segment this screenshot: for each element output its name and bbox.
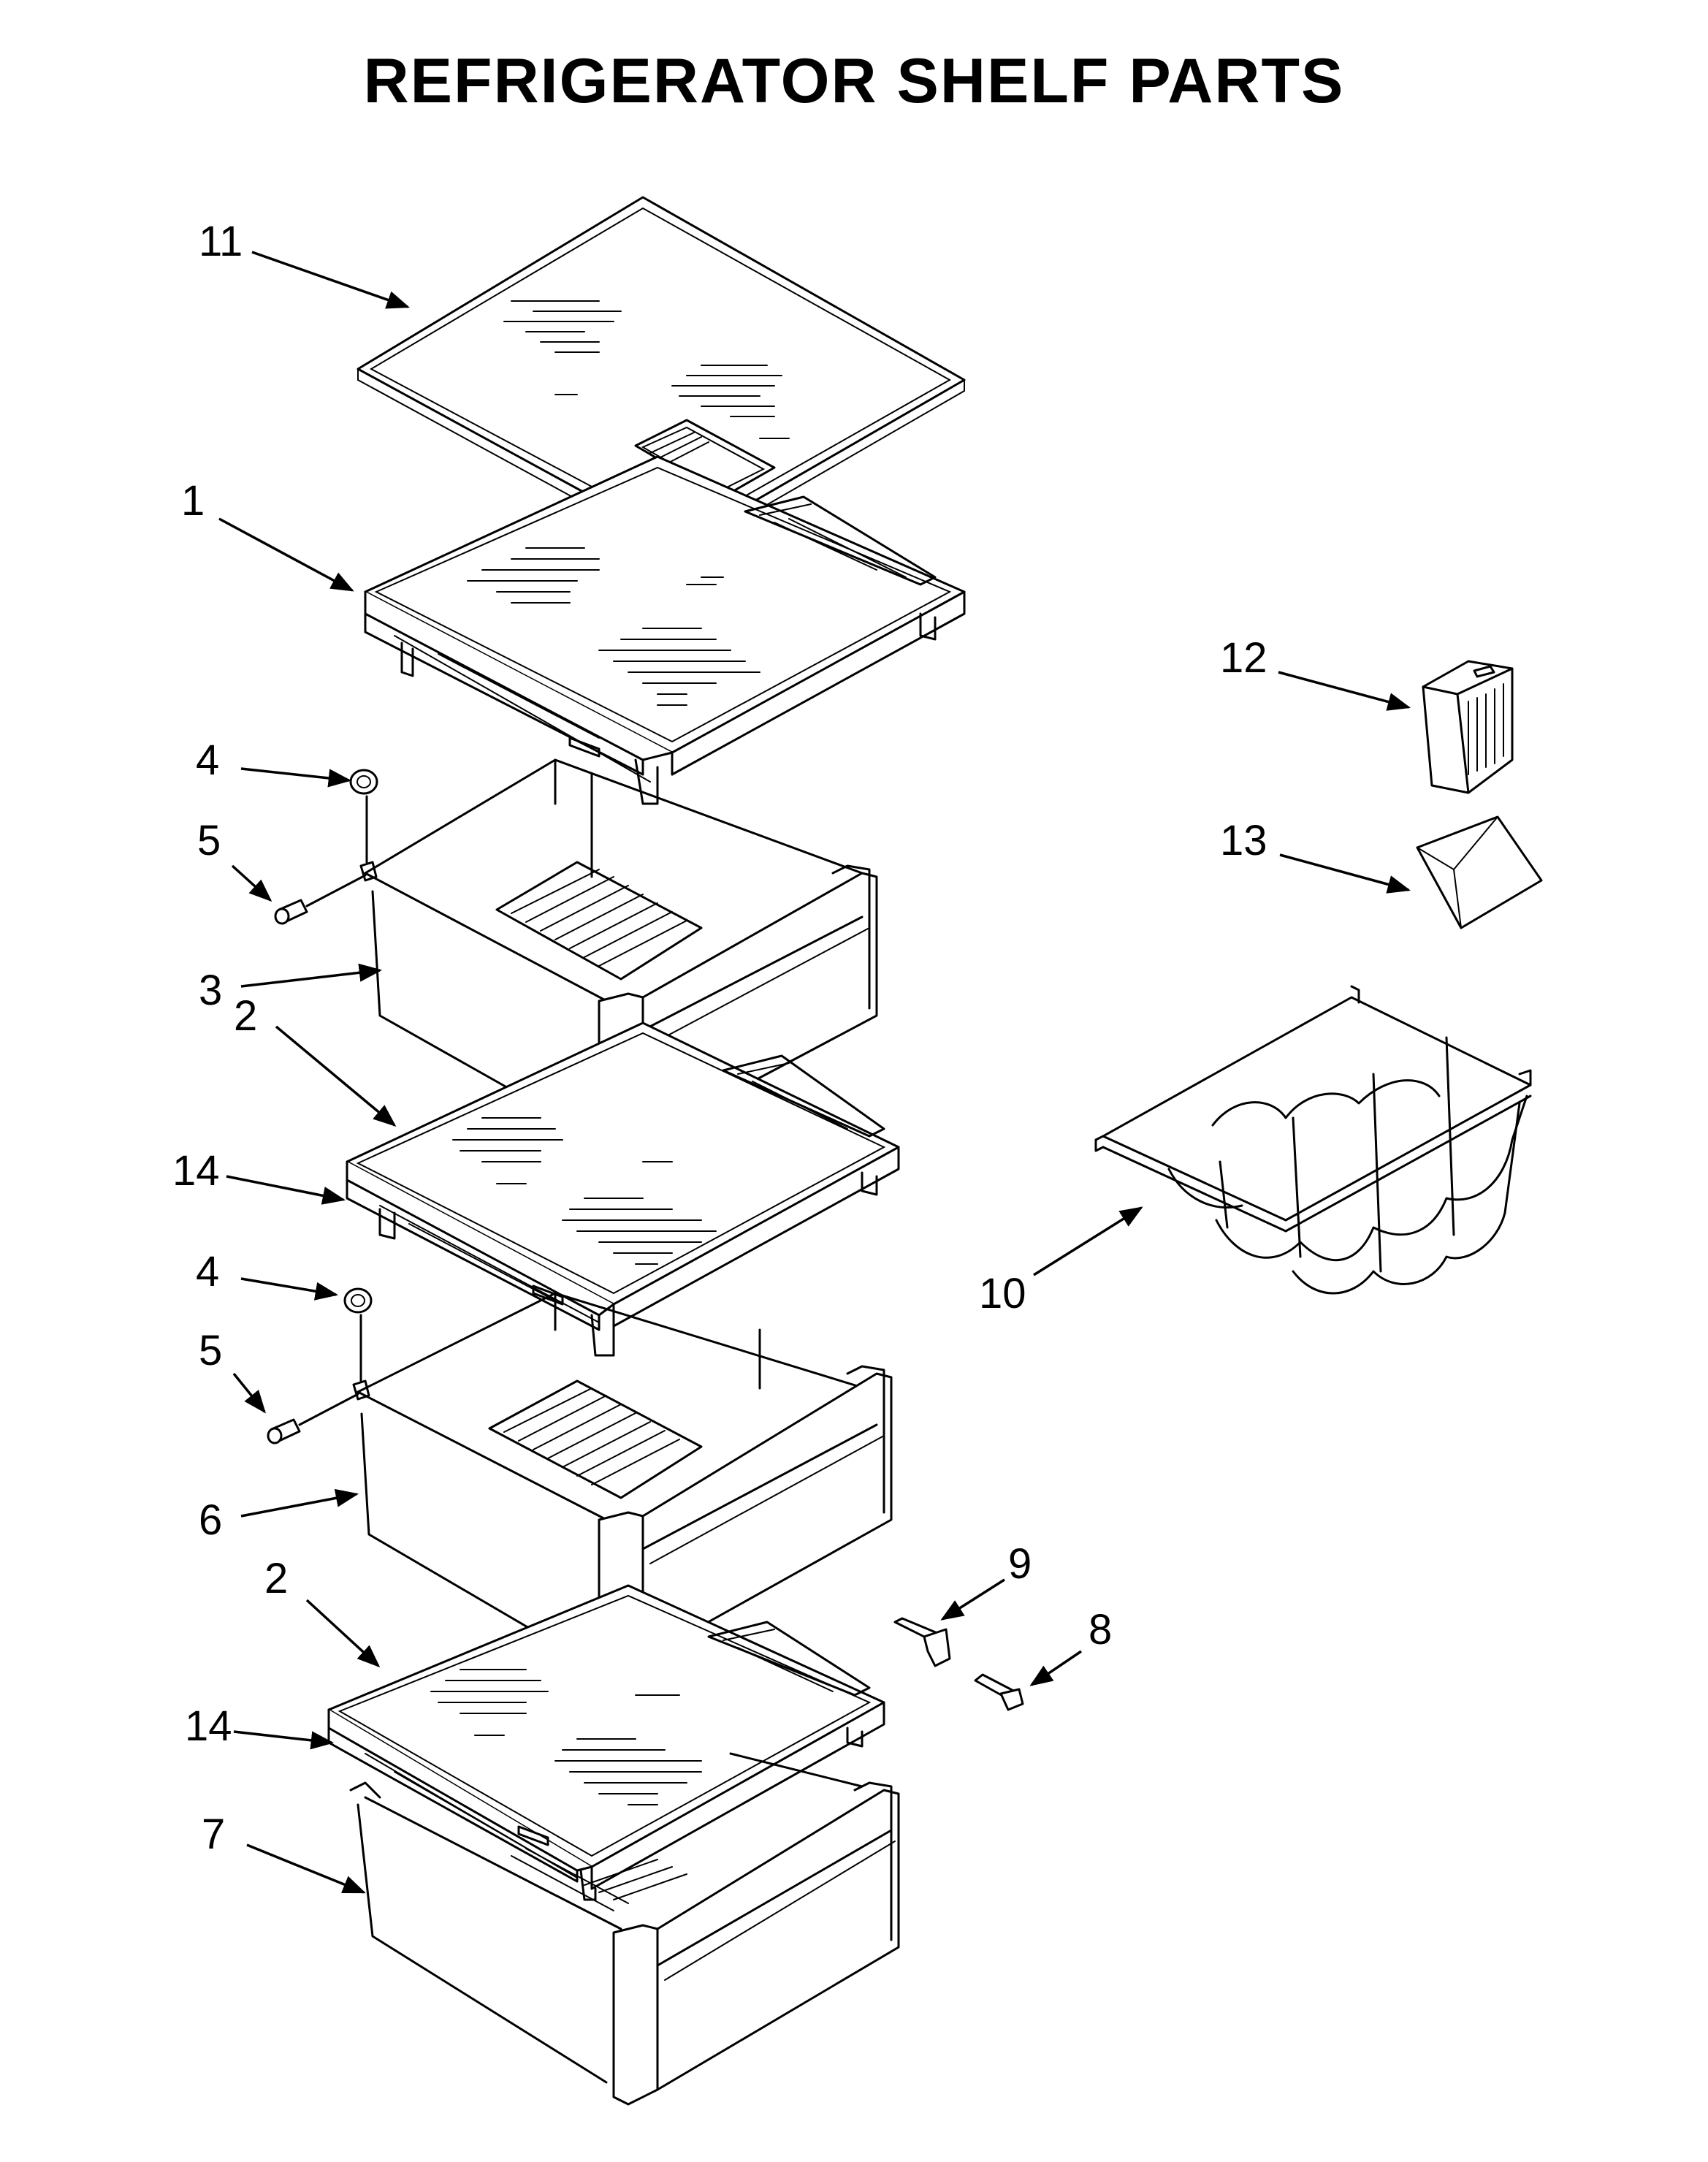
part-5-stud-upper	[274, 861, 378, 925]
part-13-damper	[1416, 815, 1543, 929]
page-title: REFRIGERATOR SHELF PARTS	[363, 46, 1345, 116]
callout-11: 11	[199, 218, 243, 265]
callout-6: 6	[199, 1496, 222, 1544]
callout-3: 3	[199, 967, 222, 1014]
callout-labels: 11 1 4 5 3 2 14 4 5 6 2 14 7 12 13 10 9 …	[172, 218, 1267, 1858]
part-10-wine-rack	[1094, 985, 1532, 1295]
callout-4: 4	[196, 1248, 219, 1295]
callout-8: 8	[1089, 1606, 1112, 1653]
callout-2: 2	[234, 992, 257, 1040]
callout-9: 9	[1008, 1540, 1032, 1588]
part-5-stud-lower	[267, 1379, 370, 1444]
part-12-cover	[1422, 660, 1514, 794]
part-2-shelf-upper	[346, 1021, 900, 1357]
callout-5: 5	[197, 817, 221, 864]
callout-7: 7	[202, 1811, 225, 1858]
callout-12: 12	[1220, 634, 1267, 682]
part-11-glass-shelf	[357, 196, 966, 557]
callout-14: 14	[172, 1147, 220, 1195]
part-1-shelf-assembly	[364, 455, 966, 805]
callout-10: 10	[979, 1270, 1026, 1317]
callout-4: 4	[196, 736, 219, 784]
callout-5: 5	[199, 1327, 222, 1374]
callout-14: 14	[185, 1702, 232, 1750]
part-2-shelf-lower	[327, 1584, 885, 1901]
part-7-bottom-drawer	[349, 1752, 900, 2106]
part-4-roller-lower	[343, 1287, 373, 1382]
leader-lines	[218, 251, 1411, 1894]
part-8-bracket	[974, 1673, 1024, 1711]
callout-13: 13	[1220, 817, 1267, 864]
part-9-bracket	[893, 1617, 951, 1667]
part-4-roller-upper	[349, 769, 378, 864]
callout-1: 1	[181, 477, 205, 525]
callout-2: 2	[264, 1555, 288, 1602]
